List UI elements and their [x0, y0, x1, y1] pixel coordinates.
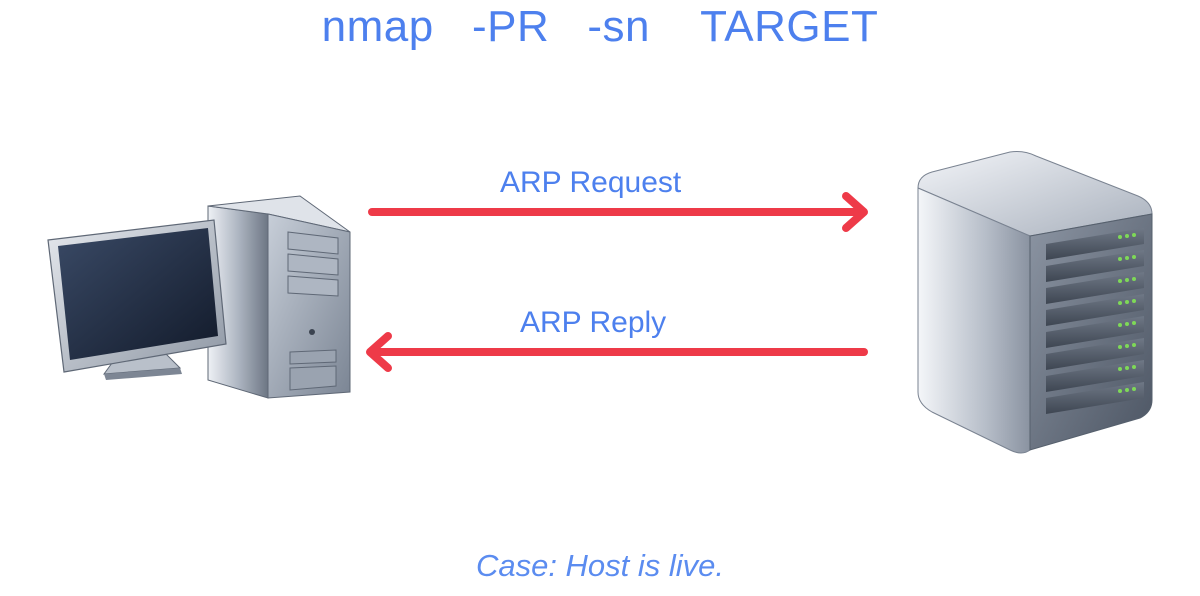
server-status-leds [1118, 233, 1136, 393]
command-flag-scan: -sn [587, 2, 651, 51]
arp-reply-arrow [366, 332, 868, 372]
command-target: TARGET [700, 2, 879, 51]
server-icon [917, 151, 1153, 454]
arp-reply-label: ARP Reply [520, 306, 667, 339]
desktop-computer-icon [47, 195, 351, 399]
command-title: nmap -PR -sn TARGET [0, 2, 1200, 52]
command-program: nmap [321, 2, 434, 51]
arp-request-label: ARP Request [500, 166, 682, 199]
arp-request-arrow [368, 192, 868, 232]
command-flag-ping: -PR [471, 2, 550, 51]
case-caption: Case: Host is live. [475, 548, 725, 583]
